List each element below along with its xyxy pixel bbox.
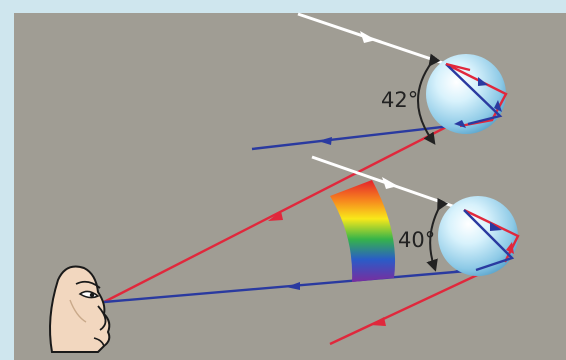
bottom-white-arrow-icon: [382, 177, 398, 189]
bottom-red-internal-path: [463, 208, 520, 263]
bottom-inner-arrow-2: [506, 242, 514, 254]
observer-brow: [75, 280, 101, 289]
observer-cheek-line: [69, 299, 87, 323]
top-water-droplet: [426, 54, 506, 134]
bottom-red-arrow-icon: [370, 317, 386, 326]
top-angle-arc: [417, 53, 441, 145]
bottom-angle-arc: [426, 197, 449, 272]
bottom-water-droplet: [438, 196, 518, 276]
observer-mouth: [93, 337, 105, 347]
top-inner-arrow-1: [478, 77, 488, 86]
top-blue-exit-ray: [251, 122, 469, 151]
bottom-blue-arrow-icon-1: [286, 282, 300, 290]
observer-nose: [97, 305, 107, 331]
rainbow-band: [330, 180, 396, 282]
bottom-inner-arrow-1: [490, 222, 502, 231]
bottom-blue-internal-path: [463, 209, 515, 272]
top-inner-arrow-3: [454, 120, 466, 128]
top-white-arrow-icon: [360, 31, 376, 43]
top-inner-arrow-2: [494, 100, 502, 112]
angle-label-40: 40°: [398, 228, 435, 252]
angle-label-42: 42°: [381, 88, 418, 112]
observer-face: [49, 265, 111, 353]
observer-pupil: [89, 292, 95, 298]
top-red-enter: [445, 62, 471, 72]
top-red-ray-to-eye: [103, 118, 461, 304]
red-arrow-icon-upper: [268, 211, 283, 221]
top-blue-internal-path: [445, 63, 503, 126]
top-blue-arrow-icon: [318, 137, 332, 145]
